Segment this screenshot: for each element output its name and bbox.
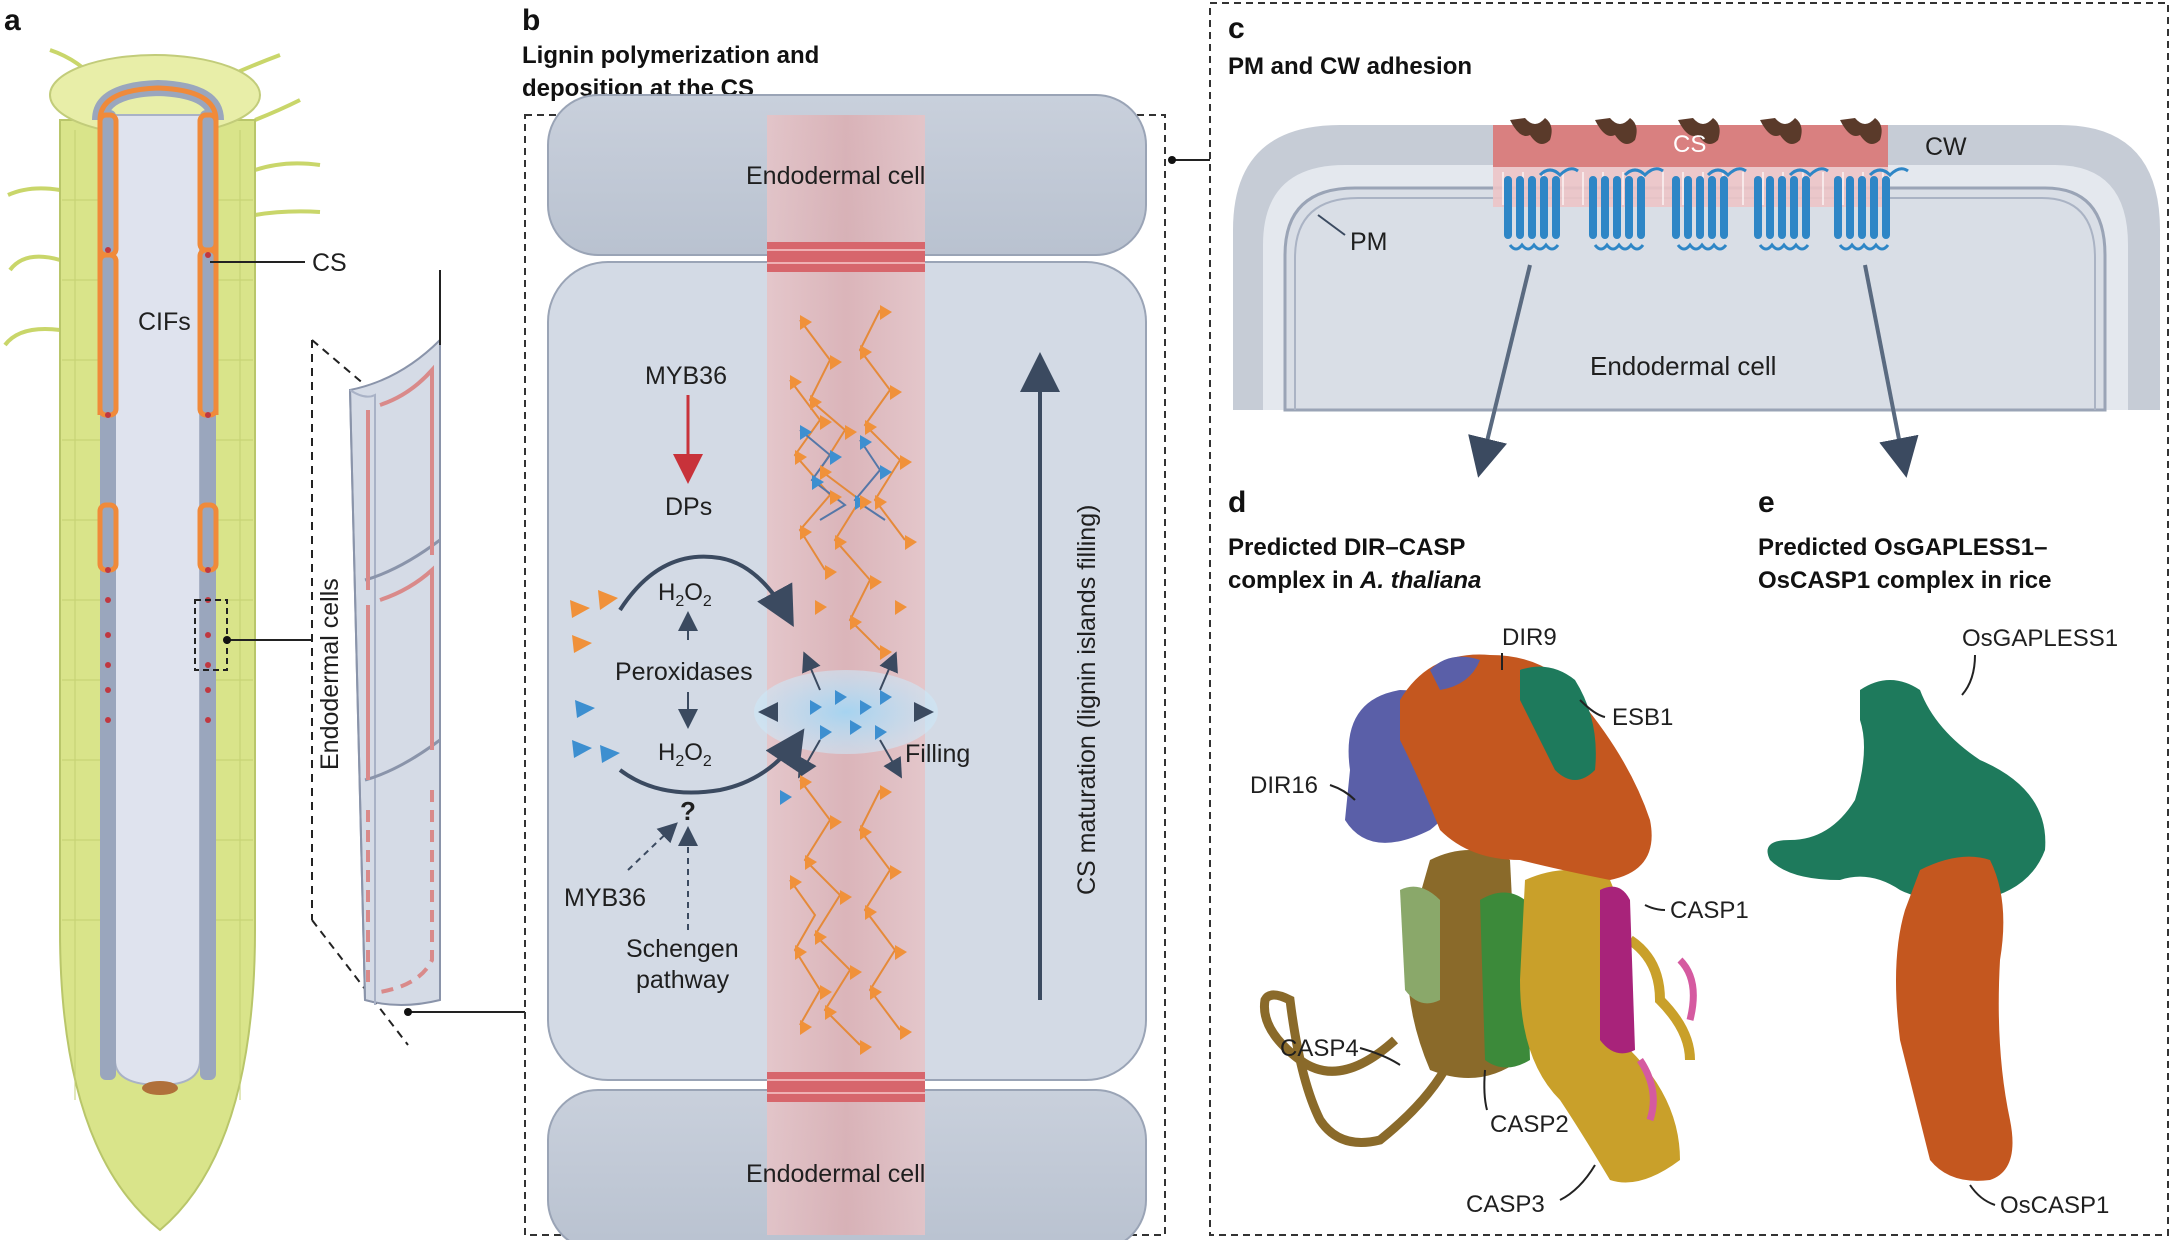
esb1-blob: [1520, 666, 1596, 780]
schengen-line1: Schengen: [626, 935, 739, 963]
pm-leader: [1317, 214, 1346, 236]
panel-d: d Predicted DIR–CASP complex in A. thali…: [1228, 486, 1749, 1218]
casp3-arm: [1627, 935, 1695, 1061]
endodermal-cell-top-label: Endodermal cell: [746, 162, 925, 190]
myb36-top-label: MYB36: [645, 362, 727, 390]
schengen-line2: pathway: [636, 966, 730, 994]
root-cell-texture: [62, 130, 253, 1100]
pm-label: PM: [1350, 228, 1388, 256]
cs-label: CS: [312, 249, 347, 277]
osgapless1-blob: [1767, 680, 2046, 902]
panel-e-title-2: OsCASP1 complex in rice: [1758, 567, 2051, 594]
panel-b-title-1: Lignin polymerization and: [522, 42, 819, 69]
panel-a-letter: a: [4, 4, 21, 37]
panel-e: e Predicted OsGAPLESS1– OsCASP1 complex …: [1758, 486, 2118, 1219]
filling-monomers: [810, 690, 892, 740]
arrow-to-e: [1863, 264, 1919, 478]
maturation-label: CS maturation (lignin islands filling): [1073, 505, 1101, 895]
panel-d-title-1: Predicted DIR–CASP: [1228, 534, 1465, 561]
filling-arrows: [758, 651, 934, 779]
cs-junction-bottom: [767, 1072, 925, 1102]
curved-arrow-bottom: [618, 728, 805, 795]
panel-b: b Lignin polymerization and deposition a…: [522, 4, 1166, 1240]
casp1-blob: [1600, 886, 1635, 1054]
endodermal-column-3d: Endodermal cells: [311, 270, 525, 1046]
stele: [114, 114, 201, 1087]
h2o2-bottom: H2O2: [658, 739, 712, 770]
quiescent-center: [142, 1081, 178, 1095]
arrow-to-d: [1468, 264, 1532, 478]
casp1-tail: [1637, 957, 1697, 1122]
lignin-network-upper: [789, 305, 917, 660]
zoom-box: [194, 599, 228, 671]
panel-e-title-1: Predicted OsGAPLESS1–: [1758, 534, 2047, 561]
question-mark: ?: [680, 796, 696, 826]
lignin-network-lower: [780, 775, 912, 1055]
casp4-label: CASP4: [1280, 1035, 1359, 1062]
osgapless1-label: OsGAPLESS1: [1962, 625, 2118, 652]
cifs-label: CIFs: [138, 308, 191, 336]
casp2-label: CASP2: [1490, 1111, 1569, 1138]
endodermal-cell-c-label: Endodermal cell: [1590, 351, 1776, 381]
casp2-light: [1400, 886, 1440, 1004]
endodermal-cells-label: Endodermal cells: [316, 578, 344, 770]
monomers-left: [570, 590, 620, 763]
dps-label: DPs: [665, 493, 712, 521]
casp3-label: CASP3: [1466, 1191, 1545, 1218]
panel-c-letter: c: [1228, 12, 1245, 45]
zoom-dot: [223, 636, 231, 644]
panel-a: a: [3, 4, 347, 1232]
panel-c: c PM and CW adhesion: [1228, 12, 2160, 478]
dir9-label: DIR9: [1502, 624, 1557, 651]
cs-dots: [105, 247, 211, 723]
casp2-blob: [1480, 892, 1530, 1068]
panel-d-title-2: complex in A. thaliana: [1228, 567, 1481, 594]
endodermis-right: [200, 110, 216, 1080]
casp-complexes: [1504, 118, 1909, 251]
oscasp1-label: OsCASP1: [2000, 1192, 2109, 1219]
dir9-blue-top: [1430, 656, 1480, 690]
peroxidases-label: Peroxidases: [615, 658, 753, 686]
casp4-tail: [1259, 990, 1455, 1147]
cs-junction-top: [767, 242, 925, 272]
panel-d-letter: d: [1228, 486, 1246, 519]
panel-b-letter: b: [522, 4, 540, 37]
myb36-bottom-label: MYB36: [564, 884, 646, 912]
panel-e-letter: e: [1758, 486, 1775, 519]
h2o2-top: H2O2: [658, 579, 712, 610]
esb1-label: ESB1: [1612, 704, 1673, 731]
cw-label: CW: [1925, 133, 1967, 161]
curved-arrow-top: [618, 554, 794, 628]
endodermal-cell-bottom-label: Endodermal cell: [746, 1160, 925, 1188]
endodermis-left: [100, 110, 116, 1080]
panel-cde-frame: [1209, 2, 2169, 1236]
oscasp1-blob: [1896, 856, 2013, 1181]
panel-c-title: PM and CW adhesion: [1228, 53, 1472, 80]
cs-label-c: CS: [1673, 131, 1706, 158]
dir16-label: DIR16: [1250, 772, 1318, 799]
filling-label: Filling: [905, 740, 970, 768]
casp1-label: CASP1: [1670, 897, 1749, 924]
bc-connector-dot: [1168, 156, 1176, 164]
